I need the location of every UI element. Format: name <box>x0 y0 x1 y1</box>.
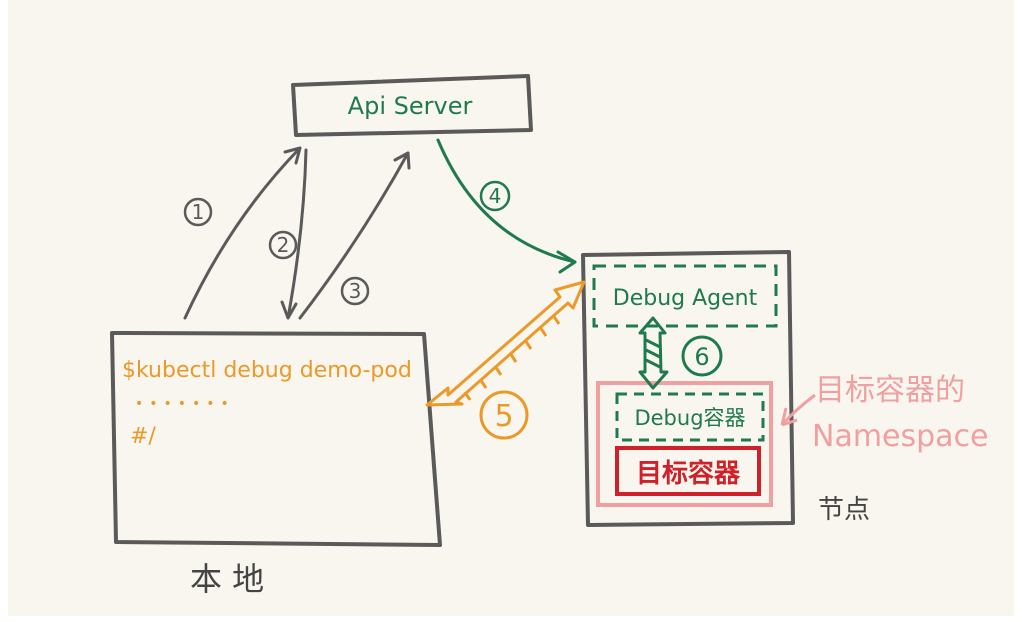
step-6-number: 6 <box>694 343 709 371</box>
step-3-circle <box>340 276 370 306</box>
target-container-label: 目标容器 <box>636 458 741 489</box>
namespace-pointer-arrow <box>780 393 816 427</box>
debug-container-box <box>615 392 765 442</box>
output-dots: ••••••• <box>135 396 235 412</box>
step-4-arrow <box>436 138 577 274</box>
step-1-circle <box>183 197 213 227</box>
step-4-circle <box>479 180 511 212</box>
namespace-note: 目标容器的 Namespace <box>780 373 989 454</box>
step-2-arrow <box>280 148 308 320</box>
local-caption: 本 地 <box>190 560 264 598</box>
node-box: Debug Agent Debug容器 目标容器 节点 <box>581 250 870 527</box>
debug-agent-label: Debug Agent <box>613 286 758 311</box>
step-5-arrow <box>425 280 586 407</box>
paper-background <box>8 0 1014 616</box>
step-5-number: 5 <box>494 399 513 434</box>
step-1-number: 1 <box>192 200 205 224</box>
local-terminal-box: $kubectl debug demo-pod ••••••• #/ 本 地 <box>110 331 442 598</box>
step-6-circle <box>681 335 723 377</box>
api-server-label: Api Server <box>348 92 473 120</box>
namespace-note-line2: Namespace <box>812 419 989 454</box>
api-server-box: Api Server <box>291 74 533 137</box>
target-container-box <box>615 446 761 496</box>
step-5-circle <box>479 390 529 440</box>
namespace-box <box>596 381 773 507</box>
debug-agent-box <box>592 264 778 328</box>
step-3-arrow <box>298 151 411 320</box>
step-2-circle <box>268 230 298 260</box>
step-2-number: 2 <box>277 233 290 257</box>
step-1-arrow <box>183 146 302 320</box>
shell-prompt: #/ <box>130 424 156 449</box>
debug-container-label: Debug容器 <box>634 406 745 430</box>
command-text: $kubectl debug demo-pod <box>122 358 412 383</box>
step-3-number: 3 <box>349 279 362 303</box>
step-6-arrow <box>638 316 669 390</box>
step-4-number: 4 <box>489 184 502 208</box>
node-caption: 节点 <box>818 495 870 525</box>
namespace-note-line1: 目标容器的 <box>815 373 965 408</box>
